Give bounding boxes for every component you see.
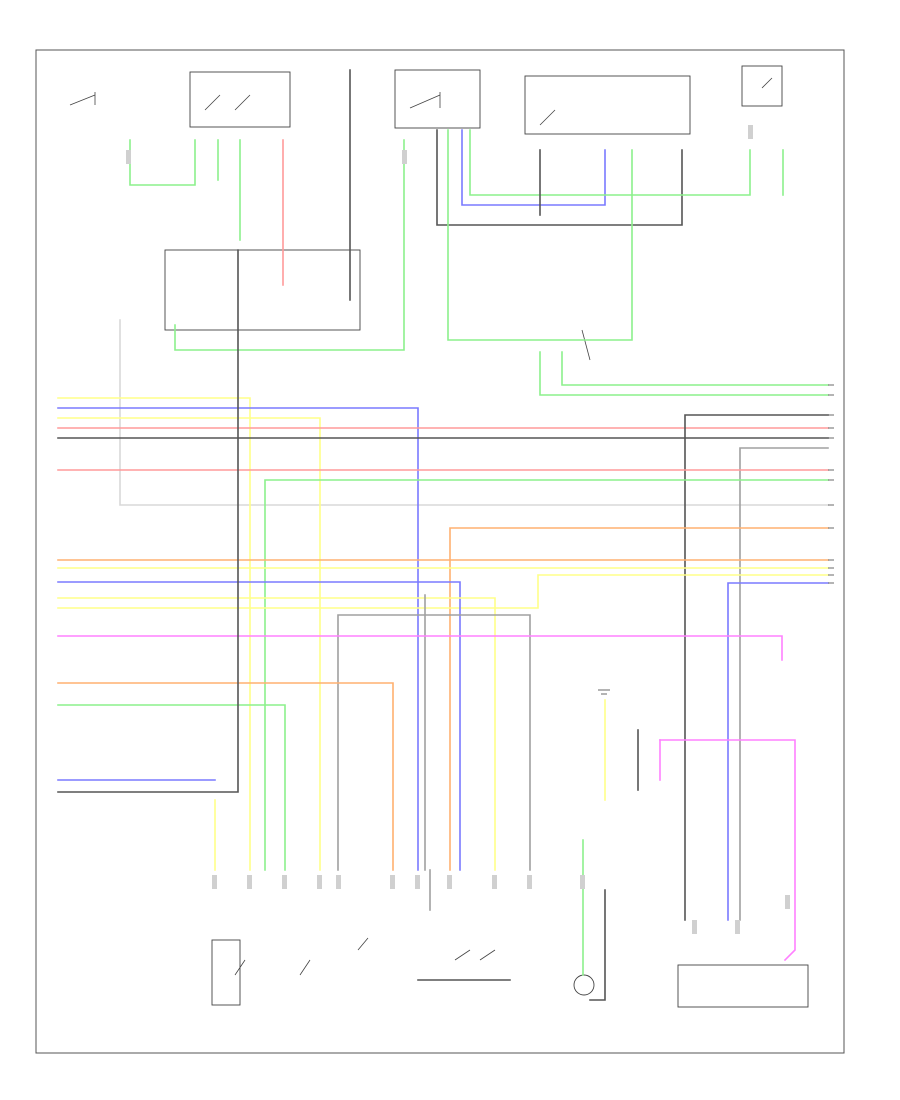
wire-blue bbox=[57, 581, 461, 871]
wire-green bbox=[264, 479, 829, 871]
wire-yellow bbox=[57, 417, 321, 871]
switch-symbol-icon bbox=[454, 949, 496, 961]
wire-pink bbox=[659, 739, 796, 962]
wire-gray bbox=[337, 614, 531, 871]
connector-pin-icon bbox=[390, 875, 395, 889]
switch-symbol-icon bbox=[581, 329, 591, 361]
wire-orange bbox=[57, 682, 394, 871]
wire-gray bbox=[739, 447, 829, 921]
motor-symbol-icon bbox=[573, 974, 595, 996]
connector-pin-icon bbox=[126, 150, 131, 164]
wire-orange bbox=[449, 527, 829, 871]
switch-symbols bbox=[69, 77, 773, 976]
blower-relay-box bbox=[189, 71, 291, 128]
wire-pink bbox=[57, 635, 783, 661]
connector-pin-icon bbox=[527, 875, 532, 889]
wire-black bbox=[436, 129, 683, 226]
connector-pin-icon bbox=[785, 895, 790, 909]
connector-pin-icon bbox=[317, 875, 322, 889]
connector-pins bbox=[126, 125, 790, 934]
connector-pin-icon bbox=[247, 875, 252, 889]
top-components bbox=[164, 65, 809, 1008]
switch-symbol-icon bbox=[409, 92, 441, 109]
wire-blue bbox=[57, 407, 419, 871]
engine-control-unit-box bbox=[677, 964, 809, 1008]
connector-pin-icon bbox=[492, 875, 497, 889]
wire-green bbox=[129, 139, 196, 186]
connector-pin-icon bbox=[282, 875, 287, 889]
wire-black bbox=[57, 249, 239, 793]
bus-wires bbox=[57, 249, 829, 921]
diagram-frame bbox=[35, 49, 845, 1054]
wire-green bbox=[174, 139, 405, 351]
connector-pin-icon bbox=[735, 920, 740, 934]
junction-box bbox=[164, 249, 361, 331]
connector-pin-icon bbox=[748, 125, 753, 139]
wire-black bbox=[589, 889, 606, 1001]
top-wires bbox=[119, 69, 829, 506]
switch-symbol-icon bbox=[204, 94, 251, 111]
wire-green bbox=[469, 129, 751, 196]
right-edge-ticks bbox=[828, 384, 834, 584]
switch-symbol-icon bbox=[69, 92, 96, 106]
wire-green bbox=[539, 351, 829, 396]
connector-pin-icon bbox=[692, 920, 697, 934]
control-switch-box bbox=[394, 69, 481, 129]
connector-pin-icon bbox=[212, 875, 217, 889]
wire-black bbox=[684, 414, 829, 921]
lower-wires bbox=[417, 699, 796, 1001]
wire-yellow bbox=[57, 597, 496, 871]
power-transistor-box bbox=[524, 75, 691, 135]
connector-pin-icon bbox=[402, 150, 407, 164]
connector-pin-icon bbox=[447, 875, 452, 889]
wire-yellow bbox=[57, 397, 251, 871]
wire-green bbox=[447, 129, 633, 341]
connector-pin-icon bbox=[580, 875, 585, 889]
switch-symbol-icon bbox=[539, 109, 556, 126]
wire-yellow bbox=[57, 574, 829, 609]
switch-symbol-icon bbox=[234, 937, 369, 976]
wire-blue bbox=[461, 129, 606, 206]
ground-symbol-icon bbox=[598, 689, 610, 695]
wire-green bbox=[561, 351, 829, 386]
connector-pin-icon bbox=[415, 875, 420, 889]
wire-blue bbox=[727, 582, 829, 921]
wire-white bbox=[119, 319, 829, 506]
switch-symbol-icon bbox=[761, 77, 773, 89]
fuse-box bbox=[741, 65, 783, 107]
control-panel-box bbox=[211, 939, 241, 1006]
connector-pin-icon bbox=[336, 875, 341, 889]
wire-green bbox=[57, 704, 286, 871]
